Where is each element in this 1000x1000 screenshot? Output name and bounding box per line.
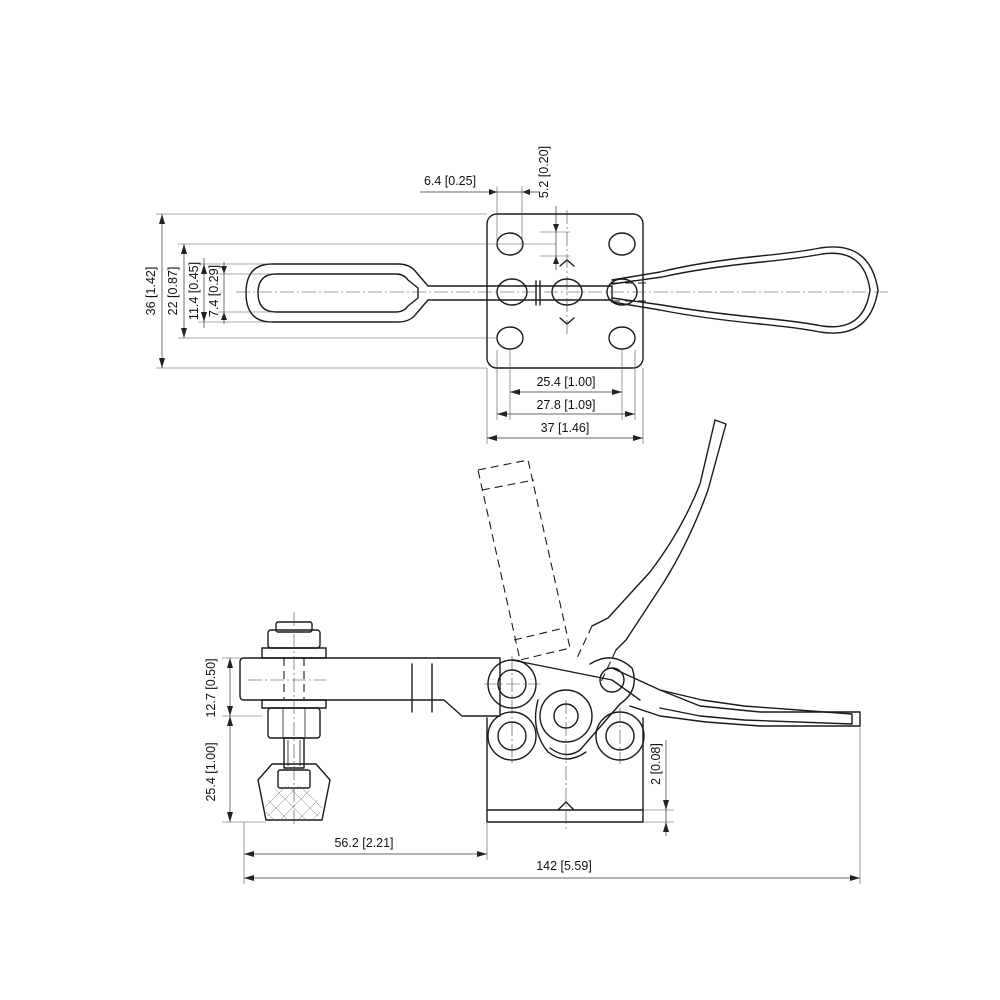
rubber-cap: [257, 763, 331, 821]
clamping-bar: [245, 263, 613, 323]
dim-base-width: 37 [1.46]: [541, 421, 590, 435]
dim-slot-outer: 22 [0.87]: [166, 267, 180, 316]
link-bar: [511, 659, 641, 701]
dim-bar-height: 12.7 [0.50]: [204, 658, 218, 717]
bar-slot: [257, 273, 419, 313]
base-block: [486, 717, 644, 823]
base-plate: [486, 213, 644, 369]
top-view: 36 [1.42] 22 [0.87] 11.4 [0.45] 7.4 [0.2…: [144, 146, 890, 444]
pivot-center: [539, 689, 593, 743]
dim-hole-offset: 6.4 [0.25]: [424, 174, 476, 188]
dim-reach: 56.2 [2.21]: [334, 836, 393, 850]
dim-slot-mid: 11.4 [0.45]: [187, 262, 201, 320]
side-view: 12.7 [0.50] 25.4 [1.00] 2 [0.08] 56.2 [2…: [204, 419, 861, 884]
dim-slot-inner: 7.4 [0.29]: [207, 265, 221, 317]
mounting-hole-bottom-right: [608, 326, 636, 350]
mounting-hole-top-right: [608, 232, 636, 256]
dim-overall-height: 36 [1.42]: [144, 267, 158, 316]
rubber-cap-hatch: [263, 785, 323, 821]
dim-pin-offset: 5.2 [0.20]: [537, 146, 551, 198]
open-arm-outline: [477, 459, 571, 661]
closed-handle: [611, 667, 861, 727]
handle-grip: [611, 246, 879, 334]
dim-spindle-height: 25.4 [1.00]: [204, 742, 218, 801]
mounting-hole-bottom-left: [496, 326, 524, 350]
open-handle: [615, 419, 727, 651]
dim-base-offset: 2 [0.08]: [649, 743, 663, 785]
dim-overall-length: 142 [5.59]: [536, 859, 592, 873]
clamp-arm: [239, 657, 501, 717]
dim-hole-spacing-outer: 27.8 [1.09]: [536, 398, 595, 412]
dim-hole-spacing: 25.4 [1.00]: [536, 375, 595, 389]
